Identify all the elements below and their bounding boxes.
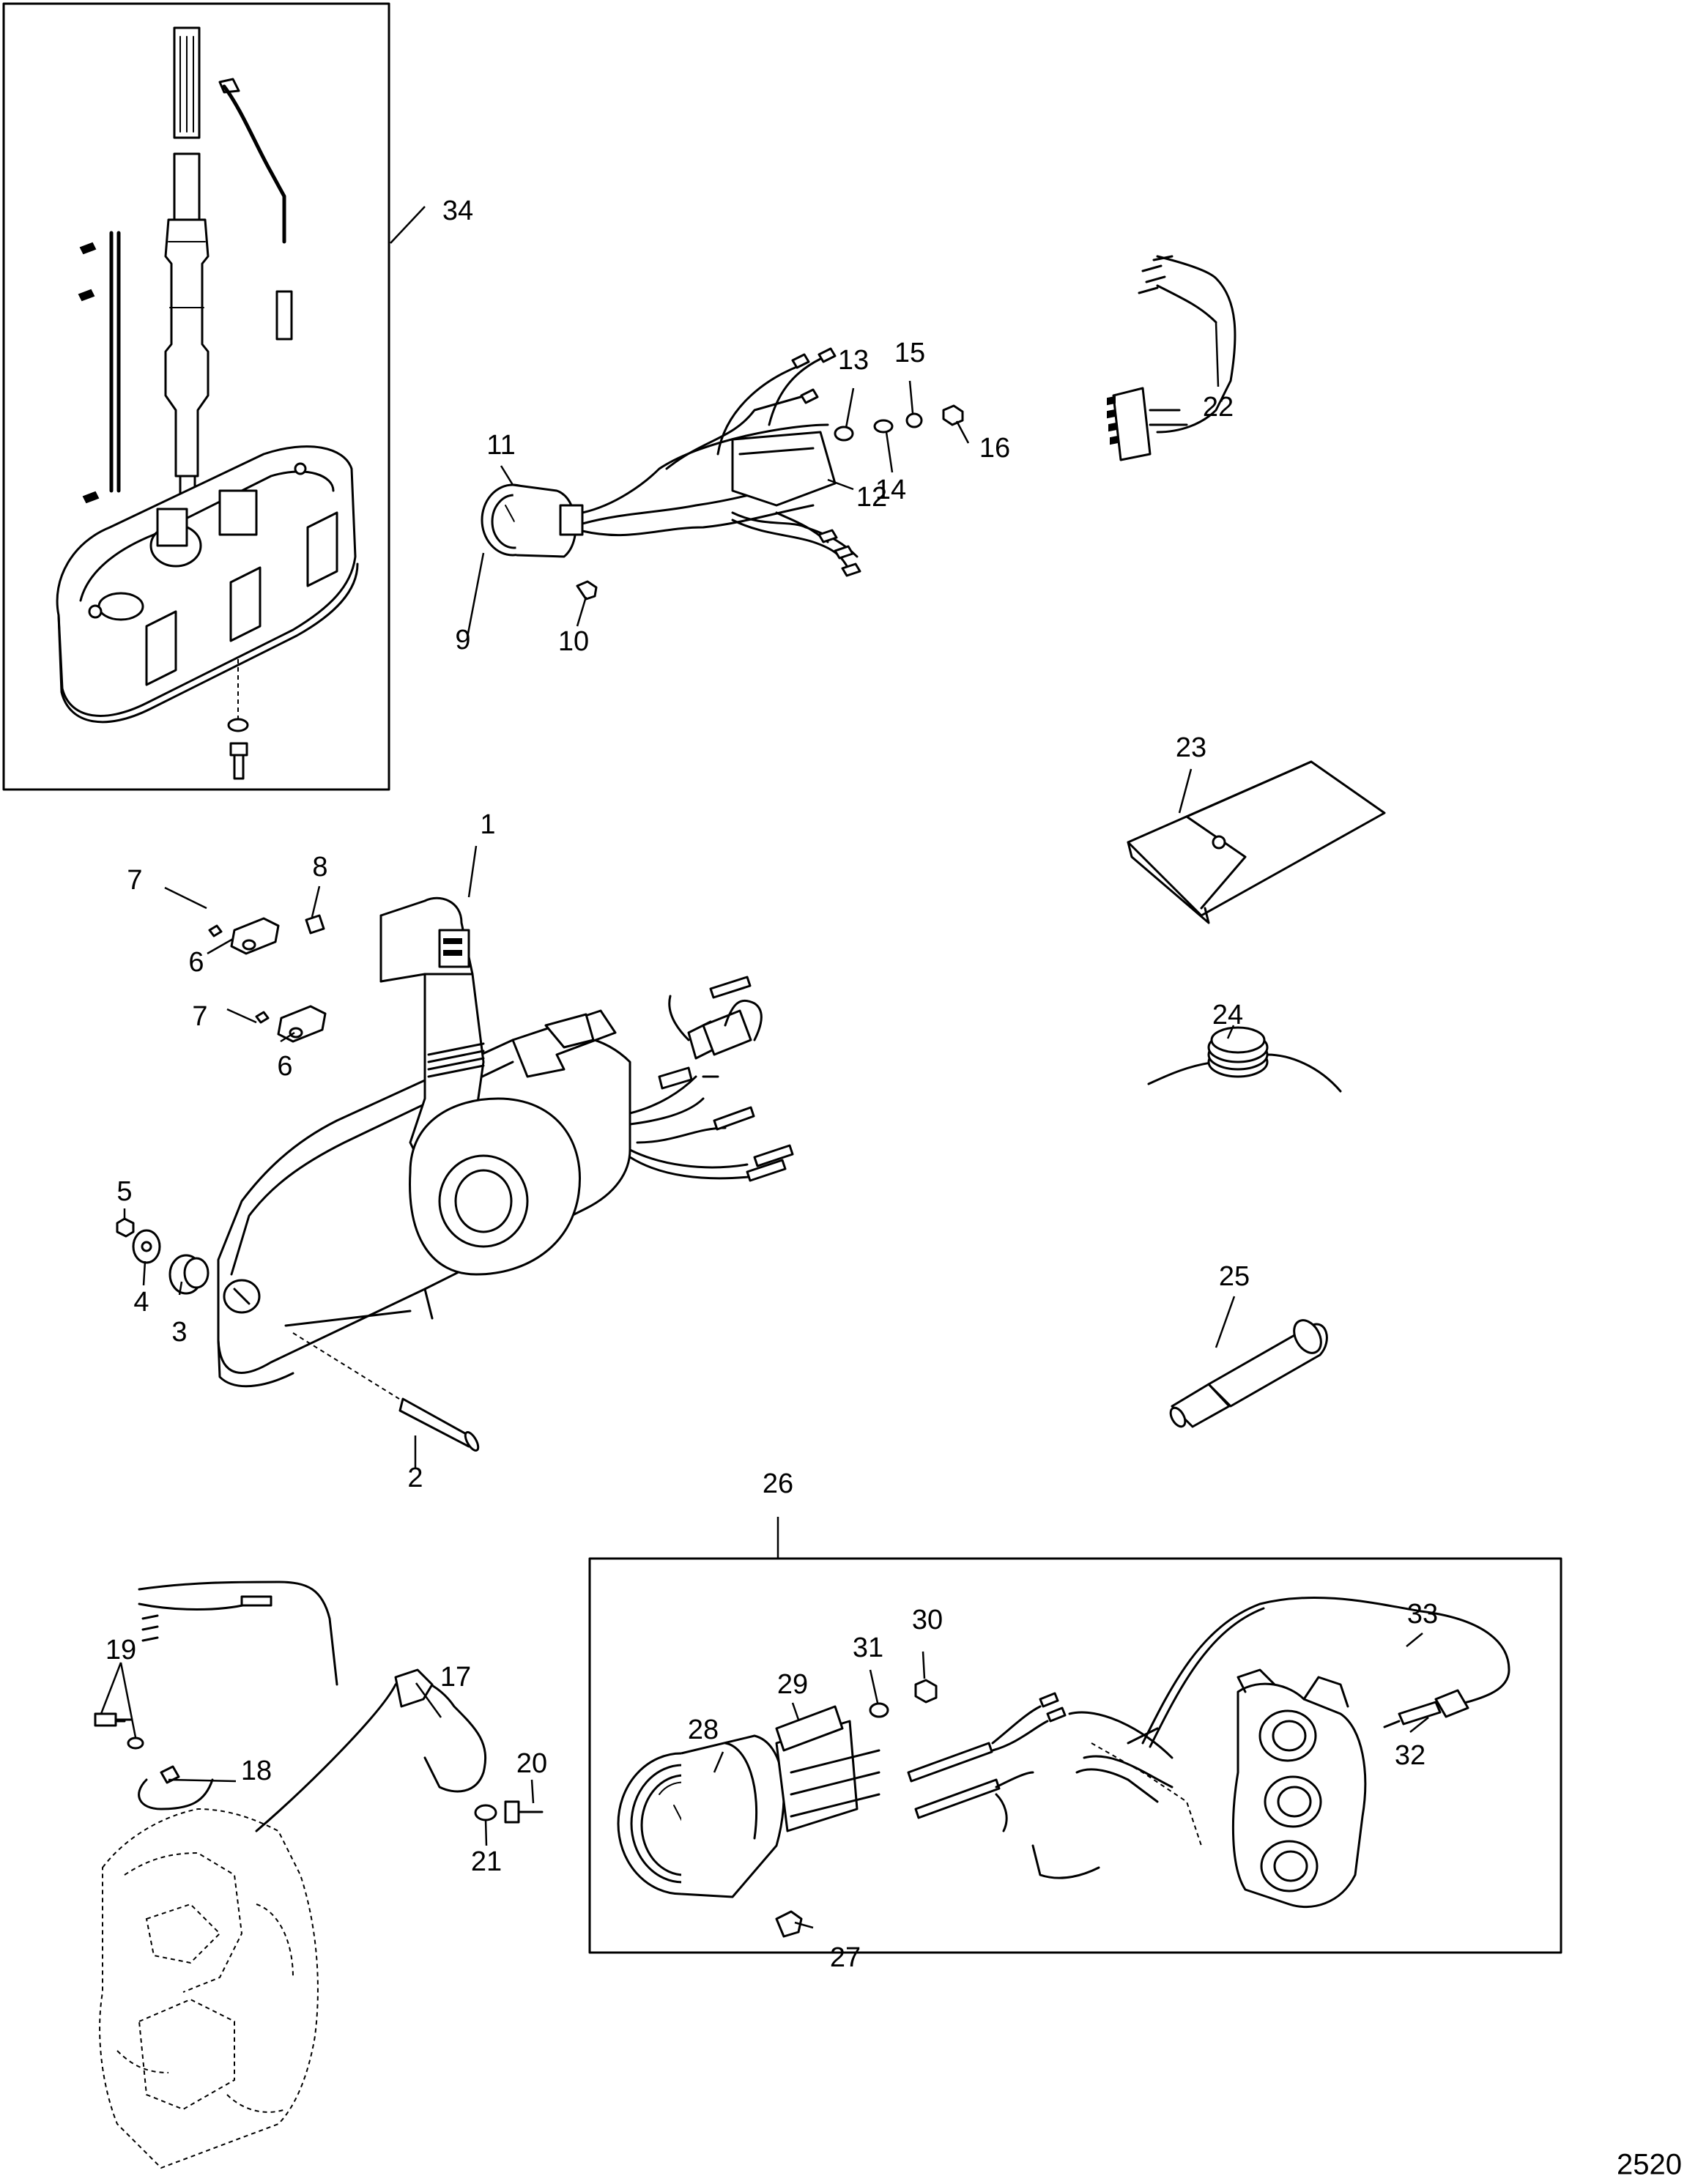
callout-25: 25 [1219,1261,1250,1292]
bracket-12 [731,431,837,507]
washer-31 [869,1702,889,1718]
sensor-32 [1434,1689,1469,1718]
callout-19: 19 [105,1635,136,1665]
bracket-29 [775,1705,844,1752]
callout-13: 13 [838,345,869,376]
callout-28: 28 [688,1715,719,1745]
leader-lines [100,206,1429,1929]
callout-18: 18 [241,1756,272,1786]
callout-34: 34 [442,196,473,226]
clip-7a [208,924,223,937]
lockwasher-15 [905,412,923,428]
nut-5 [116,1217,135,1238]
group-26-tachometer-kit [588,1557,1562,1954]
bulb-10 [576,580,598,601]
callout-17: 17 [440,1662,471,1693]
extension-housing [56,445,359,724]
washer-13 [834,426,854,442]
callout-33: 33 [1407,1599,1438,1630]
callout-30: 30 [912,1605,943,1635]
callout-6a: 6 [188,947,204,978]
callout-3: 3 [171,1317,187,1348]
callout-4: 4 [133,1287,149,1318]
callout-24: 24 [1212,1000,1243,1030]
callout-7a: 7 [127,865,142,896]
callout-27: 27 [830,1942,861,1973]
bulb-27 [775,1910,803,1938]
nut-30 [914,1679,938,1704]
callout-7b: 7 [192,1001,207,1032]
meter-harness-assembly [481,347,964,601]
pouch-23 [1127,760,1386,924]
callout-1: 1 [480,809,495,840]
wire-harness-22 [1107,255,1236,461]
cap-6b [277,1005,327,1043]
callout-11: 11 [486,430,515,461]
callout-14: 14 [875,475,906,505]
callout-15: 15 [894,338,925,368]
washer-14 [873,419,894,434]
group-34-frame [2,2,390,791]
callout-32: 32 [1395,1740,1425,1771]
group-26-frame [588,1557,1562,1954]
plug-8 [305,914,325,935]
callout-8: 8 [312,852,327,883]
callout-21: 21 [471,1846,502,1877]
drive-shaft [164,26,210,499]
callout-29: 29 [777,1669,808,1700]
housing-bolt [227,659,249,780]
callout-6b: 6 [277,1051,292,1082]
nut-16 [942,404,964,426]
callout-23: 23 [1176,732,1206,763]
callout-16: 16 [979,433,1010,464]
group-34-extension-kit [2,2,390,791]
callout-26: 26 [763,1468,793,1499]
shift-rod [78,78,293,504]
callout-labels: 1 2 3 4 5 6 6 7 7 8 9 10 11 12 13 14 15 … [105,196,1438,1973]
remote-control-assembly [116,896,794,1452]
washer-21 [474,1804,497,1821]
callout-10: 10 [558,626,589,657]
callout-20: 20 [516,1748,547,1779]
diagram-reference-number: 2520 [1617,2149,1682,2181]
callout-9: 9 [455,625,470,655]
callout-5: 5 [116,1176,132,1207]
callout-2: 2 [407,1463,423,1493]
clip-7b [255,1011,270,1024]
spring-24 [1147,1026,1342,1093]
callout-22: 22 [1203,392,1234,423]
callout-12: 12 [856,482,887,513]
ground-wire-assembly [94,1581,544,2169]
cap-6a [230,917,280,955]
grease-tube-25 [1169,1319,1328,1428]
callout-31: 31 [853,1633,883,1663]
